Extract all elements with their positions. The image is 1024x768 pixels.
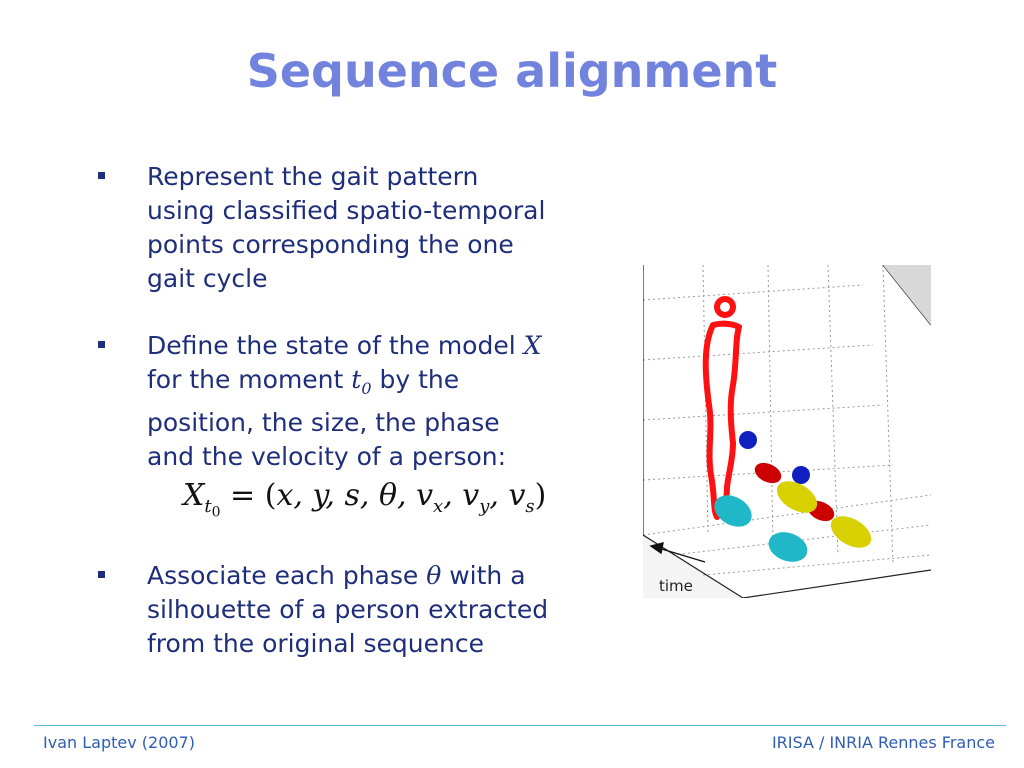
bullet-line: using classified spatio-temporal [147, 196, 546, 225]
blue-joint-marker [792, 466, 810, 484]
bullet-square-icon [98, 341, 105, 348]
yellow-limb-ellipsoid [776, 481, 818, 513]
footer-institution: IRISA / INRIA Rennes France [771, 733, 995, 752]
bullet-line: Define the state of the model X [147, 331, 542, 360]
cyan-limb-ellipsoid [768, 532, 808, 562]
slide-title: Sequence alignment [246, 44, 778, 98]
blue-joint-marker [739, 431, 757, 449]
bullet-line: and the velocity of a person: [147, 442, 507, 471]
footer-divider [34, 725, 1006, 726]
bullet-line: silhouette of a person extracted [147, 595, 549, 624]
time-arrow-icon [649, 542, 706, 563]
bullet-line: for the moment t0 by the [147, 365, 460, 398]
bullet-square-icon [98, 571, 105, 578]
bullet-line: position, the size, the phase [147, 408, 500, 437]
bullet-square-icon [98, 172, 105, 179]
gait-3d-plot: time [642, 264, 932, 599]
yellow-limb-ellipsoid [830, 516, 872, 548]
bullet-line: Associate each phase θ with a [147, 561, 526, 590]
state-formula: Xt0 = (x, y, s, θ, vx, vy, vs) [183, 478, 547, 521]
bullet-line: from the original sequence [147, 629, 484, 658]
math-subscript: 0 [361, 379, 372, 398]
bullet-line: gait cycle [147, 264, 268, 293]
math-variable: X [523, 331, 542, 360]
cyan-limb-ellipsoid [714, 495, 752, 527]
time-axis-label: time [659, 577, 693, 595]
bullet-text: Associate each phase θ with a silhouette… [147, 559, 617, 661]
red-limb-ellipsoid [754, 462, 782, 484]
math-variable: θ [426, 561, 442, 590]
silhouette-contour [702, 296, 742, 520]
bullet-text: Define the state of the model X for the … [147, 329, 617, 474]
bullet-text: Represent the gait pattern using classif… [147, 160, 617, 296]
gait-3d-figure: time [642, 264, 932, 599]
grid-lines [642, 264, 932, 576]
footer-author: Ivan Laptev (2007) [43, 733, 195, 752]
math-variable: t [351, 365, 362, 394]
bullet-line: Represent the gait pattern [147, 162, 479, 191]
plot-corner-shade [883, 265, 931, 325]
bullet-line: points corresponding the one [147, 230, 514, 259]
